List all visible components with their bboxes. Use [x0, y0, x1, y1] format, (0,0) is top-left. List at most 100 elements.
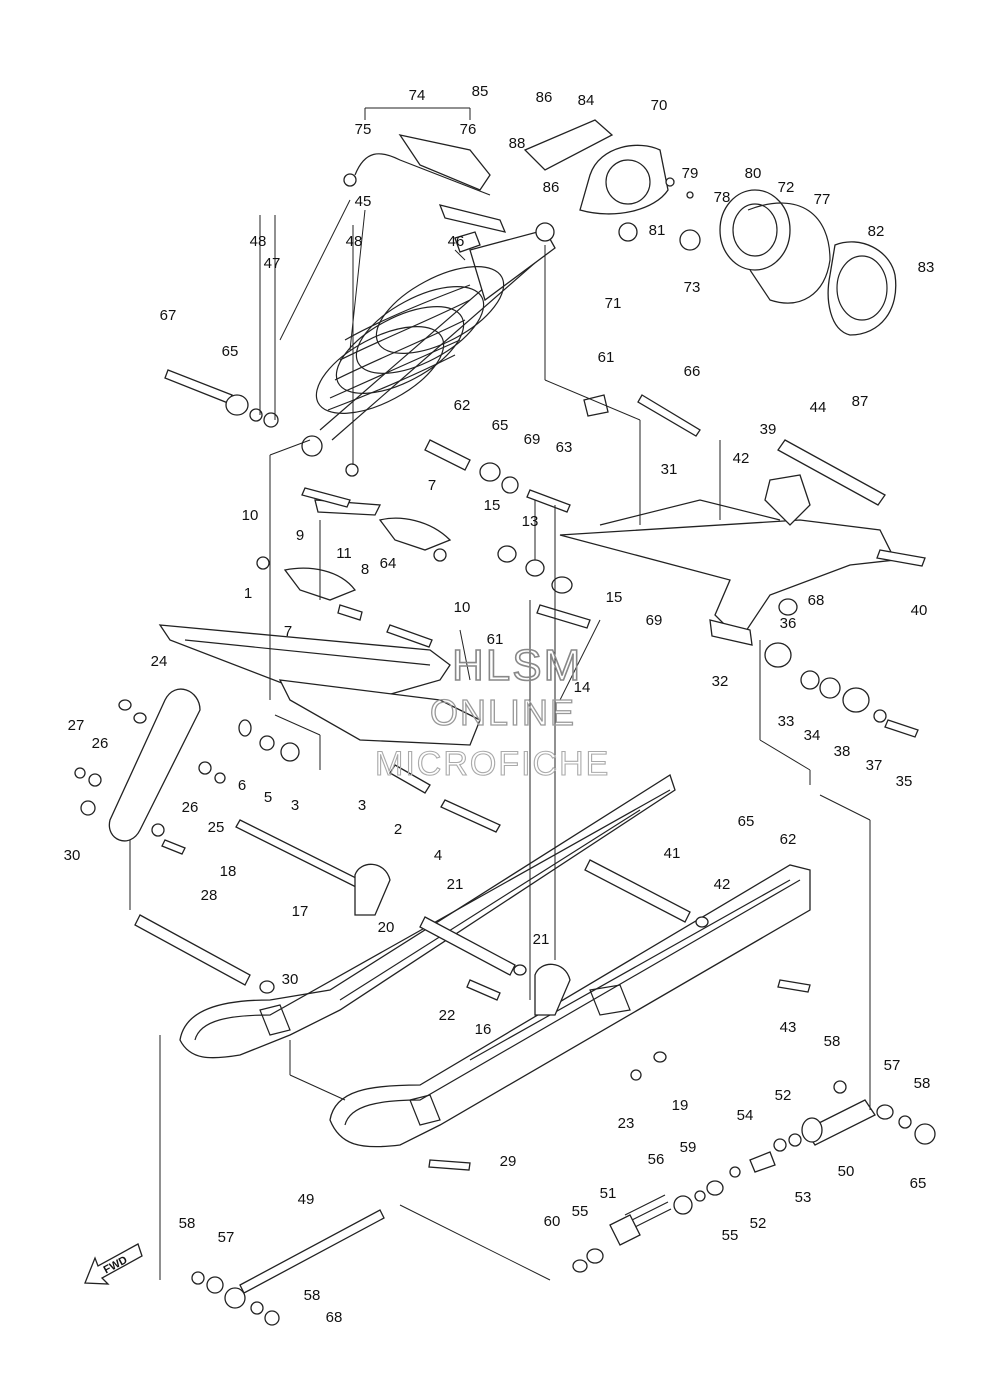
rear-arm — [424, 394, 926, 738]
callout-83: 83 — [918, 259, 935, 276]
slide-rail-right — [329, 864, 811, 1148]
callout-44: 44 — [810, 399, 827, 416]
callout-4: 4 — [434, 847, 442, 864]
callout-49: 49 — [298, 1191, 315, 1208]
callout-15: 15 — [484, 497, 501, 514]
callout-76: 76 — [460, 121, 477, 138]
callout-42: 42 — [733, 450, 750, 467]
lower-rear-parts — [572, 1080, 936, 1273]
svg-text:ONLINE: ONLINE — [430, 692, 576, 733]
callout-68: 68 — [326, 1309, 343, 1326]
callout-55: 55 — [572, 1203, 589, 1220]
adjuster-assembly — [523, 119, 897, 336]
callout-21: 21 — [447, 876, 464, 893]
shock-reservoir — [343, 107, 507, 233]
bottom-shaft — [191, 1209, 385, 1326]
callout-65: 65 — [222, 343, 239, 360]
callout-30: 30 — [282, 971, 299, 988]
callout-47: 47 — [264, 255, 281, 272]
callout-58: 58 — [914, 1075, 931, 1092]
callout-67: 67 — [160, 307, 177, 324]
callout-23: 23 — [618, 1115, 635, 1132]
front-arm — [158, 487, 501, 888]
callout-14: 14 — [574, 679, 591, 696]
callout-28: 28 — [201, 887, 218, 904]
callout-52: 52 — [750, 1215, 767, 1232]
callout-65: 65 — [738, 813, 755, 830]
callout-50: 50 — [838, 1163, 855, 1180]
callout-45: 45 — [355, 193, 372, 210]
callout-70: 70 — [651, 97, 668, 114]
callout-77: 77 — [814, 191, 831, 208]
callout-84: 84 — [578, 92, 595, 109]
callout-59: 59 — [680, 1139, 697, 1156]
callout-24: 24 — [151, 653, 168, 670]
fwd-arrow-icon: FWD — [84, 1243, 143, 1285]
callout-2: 2 — [394, 821, 402, 838]
callout-9: 9 — [296, 527, 304, 544]
upper-bolts — [164, 369, 359, 477]
callout-15: 15 — [606, 589, 623, 606]
callout-65: 65 — [910, 1175, 927, 1192]
callout-73: 73 — [684, 279, 701, 296]
link-plate — [74, 688, 226, 855]
callout-87: 87 — [852, 393, 869, 410]
callout-64: 64 — [380, 555, 397, 572]
callout-75: 75 — [355, 121, 372, 138]
svg-text:HLSM: HLSM — [452, 641, 582, 690]
callout-62: 62 — [780, 831, 797, 848]
callout-46: 46 — [448, 233, 465, 250]
callout-52: 52 — [775, 1087, 792, 1104]
callout-25: 25 — [208, 819, 225, 836]
callout-63: 63 — [556, 439, 573, 456]
callout-57: 57 — [884, 1057, 901, 1074]
callout-35: 35 — [896, 773, 913, 790]
callout-88: 88 — [509, 135, 526, 152]
callout-3: 3 — [291, 797, 299, 814]
callout-54: 54 — [737, 1107, 754, 1124]
callout-62: 62 — [454, 397, 471, 414]
callout-61: 61 — [487, 631, 504, 648]
callout-22: 22 — [439, 1007, 456, 1024]
callout-17: 17 — [292, 903, 309, 920]
callout-13: 13 — [522, 513, 539, 530]
callout-10: 10 — [454, 599, 471, 616]
callout-58: 58 — [179, 1215, 196, 1232]
callout-65: 65 — [492, 417, 509, 434]
callout-81: 81 — [649, 222, 666, 239]
callout-48: 48 — [250, 233, 267, 250]
callout-53: 53 — [795, 1189, 812, 1206]
callout-43: 43 — [780, 1019, 797, 1036]
svg-text:FWD: FWD — [102, 1254, 130, 1276]
callout-26: 26 — [92, 735, 109, 752]
callout-79: 79 — [682, 165, 699, 182]
callout-36: 36 — [780, 615, 797, 632]
callout-72: 72 — [778, 179, 795, 196]
callout-3: 3 — [358, 797, 366, 814]
callout-1: 1 — [244, 585, 252, 602]
callout-41: 41 — [664, 845, 681, 862]
slide-rail-left — [179, 774, 676, 1059]
callout-21: 21 — [533, 931, 550, 948]
callout-27: 27 — [68, 717, 85, 734]
leader-lines — [129, 199, 871, 1281]
callout-69: 69 — [524, 431, 541, 448]
watermark: HLSM ONLINE MICROFICHE — [374, 640, 608, 783]
callout-85: 85 — [472, 83, 489, 100]
callout-58: 58 — [304, 1287, 321, 1304]
callout-66: 66 — [684, 363, 701, 380]
callout-60: 60 — [544, 1213, 561, 1230]
callout-82: 82 — [868, 223, 885, 240]
callout-10: 10 — [242, 507, 259, 524]
rear-shaft — [134, 914, 275, 994]
callout-19: 19 — [672, 1097, 689, 1114]
callout-57: 57 — [218, 1229, 235, 1246]
callout-26: 26 — [182, 799, 199, 816]
callout-5: 5 — [264, 789, 272, 806]
callout-34: 34 — [804, 727, 821, 744]
callout-7: 7 — [428, 477, 436, 494]
callout-71: 71 — [605, 295, 622, 312]
callout-48: 48 — [346, 233, 363, 250]
